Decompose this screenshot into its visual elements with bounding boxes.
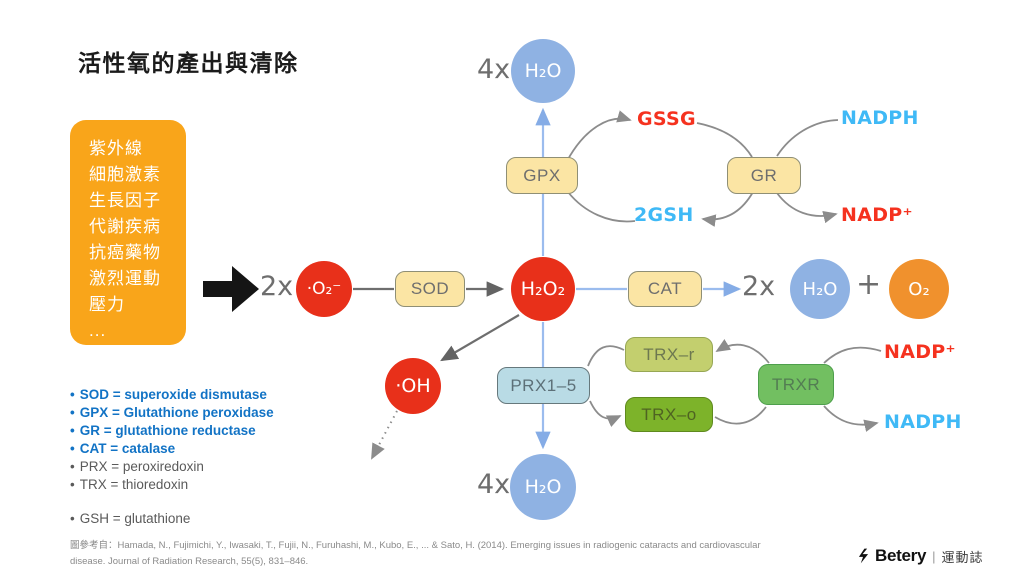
citation-text: 圖參考自：Hamada, N., Fujimichi, Y., Iwasaki,… xyxy=(70,540,761,568)
multiplier-4x-water-top: 4x xyxy=(477,54,511,85)
legend-text: CAT = catalase xyxy=(79,441,176,456)
legend-item-gpx: • GPX = Glutathione peroxidase xyxy=(70,404,274,422)
bullet-icon: • xyxy=(70,387,75,402)
trx-oxidized-box: TRX–o xyxy=(625,397,713,432)
arrow-prx-to-trxo xyxy=(589,400,622,427)
curve-nadph-to-gr xyxy=(776,119,839,157)
enzyme-trxr-box: TRXR xyxy=(758,364,834,405)
bullet-icon: • xyxy=(70,511,75,526)
cause-item: 代謝疾病 xyxy=(89,217,161,236)
legend-item-trx: • TRX = thioredoxin xyxy=(70,476,274,494)
multiplier-2x-water-right: 2x xyxy=(742,271,776,302)
cause-item: 紫外線 xyxy=(89,139,143,158)
legend-text: PRX = peroxiredoxin xyxy=(79,459,204,474)
arrow-gpx-to-gssg xyxy=(566,110,632,162)
legend-text: GPX = Glutathione peroxidase xyxy=(79,405,274,420)
brand-suffix: 運動誌 xyxy=(941,549,984,565)
arrow-gr-to-nadp xyxy=(776,192,838,224)
legend-item-gr: • GR = glutathione reductase xyxy=(70,422,274,440)
legend-text: GR = glutathione reductase xyxy=(79,423,256,438)
cause-item: 抗癌藥物 xyxy=(89,243,161,262)
legend-text: TRX = thioredoxin xyxy=(79,477,189,492)
curve-trxo-to-trxr xyxy=(714,406,767,425)
input-arrow-icon xyxy=(203,266,259,312)
legend-text: GSH = glutathione xyxy=(79,511,191,526)
lightning-bolt-icon xyxy=(858,548,869,564)
legend-item-gsh: • GSH = glutathione xyxy=(70,510,274,528)
enzyme-sod-box: SOD xyxy=(395,271,465,307)
cause-item: 生長因子 xyxy=(89,191,161,210)
enzyme-gr-box: GR xyxy=(727,157,801,194)
plus-sign: + xyxy=(856,267,882,302)
bullet-icon: • xyxy=(70,477,75,492)
arrow-trxr-to-nadph xyxy=(823,405,879,432)
oxygen-node: O₂ xyxy=(889,259,949,319)
2gsh-label: 2GSH xyxy=(634,204,694,226)
enzyme-gpx-box: GPX xyxy=(506,157,578,194)
curve-nadp-to-trxr xyxy=(823,346,882,364)
trx-reduced-box: TRX–r xyxy=(625,337,713,372)
ros-causes-box: 紫外線 細胞激素 生長因子 代謝疾病 抗癌藥物 激烈運動 壓力 ... xyxy=(70,120,186,345)
nadph-label-top: NADPH xyxy=(841,107,919,129)
multiplier-2x-superoxide: 2x xyxy=(260,271,294,302)
legend-item-sod: • SOD = superoxide dismutase xyxy=(70,386,274,404)
cause-item: ... xyxy=(89,321,107,340)
water-node-right: H₂O xyxy=(790,259,850,319)
enzyme-prx-box: PRX1–5 xyxy=(497,367,590,404)
nadph-label-bottom: NADPH xyxy=(884,411,962,433)
curve-2gsh-to-gpx xyxy=(567,191,636,223)
brand-separator: | xyxy=(932,548,936,564)
bullet-icon: • xyxy=(70,405,75,420)
enzyme-cat-box: CAT xyxy=(628,271,702,307)
arrow-gr-to-2gsh xyxy=(701,191,754,227)
nadp-label-bottom: NADP⁺ xyxy=(884,341,956,363)
nadp-label-top: NADP⁺ xyxy=(841,204,913,226)
curve-trxr-to-prx xyxy=(587,345,625,367)
abbreviation-legend: • SOD = superoxide dismutase • GPX = Glu… xyxy=(70,386,274,528)
superoxide-node: ·O₂⁻ xyxy=(296,261,352,317)
gssg-label: GSSG xyxy=(637,108,696,130)
water-node-top: H₂O xyxy=(511,39,575,103)
bullet-icon: • xyxy=(70,441,75,456)
arrow-h2o2-to-oh xyxy=(440,314,520,362)
multiplier-4x-water-bottom: 4x xyxy=(477,469,511,500)
legend-text: SOD = superoxide dismutase xyxy=(79,387,267,402)
arrow-trxr-to-trxr-box xyxy=(715,339,770,364)
curve-gssg-to-gr xyxy=(696,122,753,158)
arrow-oh-dotted xyxy=(371,410,398,460)
cause-item: 激烈運動 xyxy=(89,269,161,288)
cause-item: 壓力 xyxy=(89,295,125,314)
legend-item-cat: • CAT = catalase xyxy=(70,440,274,458)
water-node-bottom: H₂O xyxy=(510,454,576,520)
bullet-icon: • xyxy=(70,459,75,474)
hydroxyl-radical-node: ·OH xyxy=(385,358,441,414)
hydrogen-peroxide-node: H₂O₂ xyxy=(511,257,575,321)
brand-logo: Betery | 運動誌 xyxy=(858,546,984,566)
cause-item: 細胞激素 xyxy=(89,165,161,184)
bullet-icon: • xyxy=(70,423,75,438)
brand-name: Betery xyxy=(875,546,927,565)
page-title: 活性氧的產出與清除 xyxy=(78,50,299,76)
legend-item-prx: • PRX = peroxiredoxin xyxy=(70,458,274,476)
